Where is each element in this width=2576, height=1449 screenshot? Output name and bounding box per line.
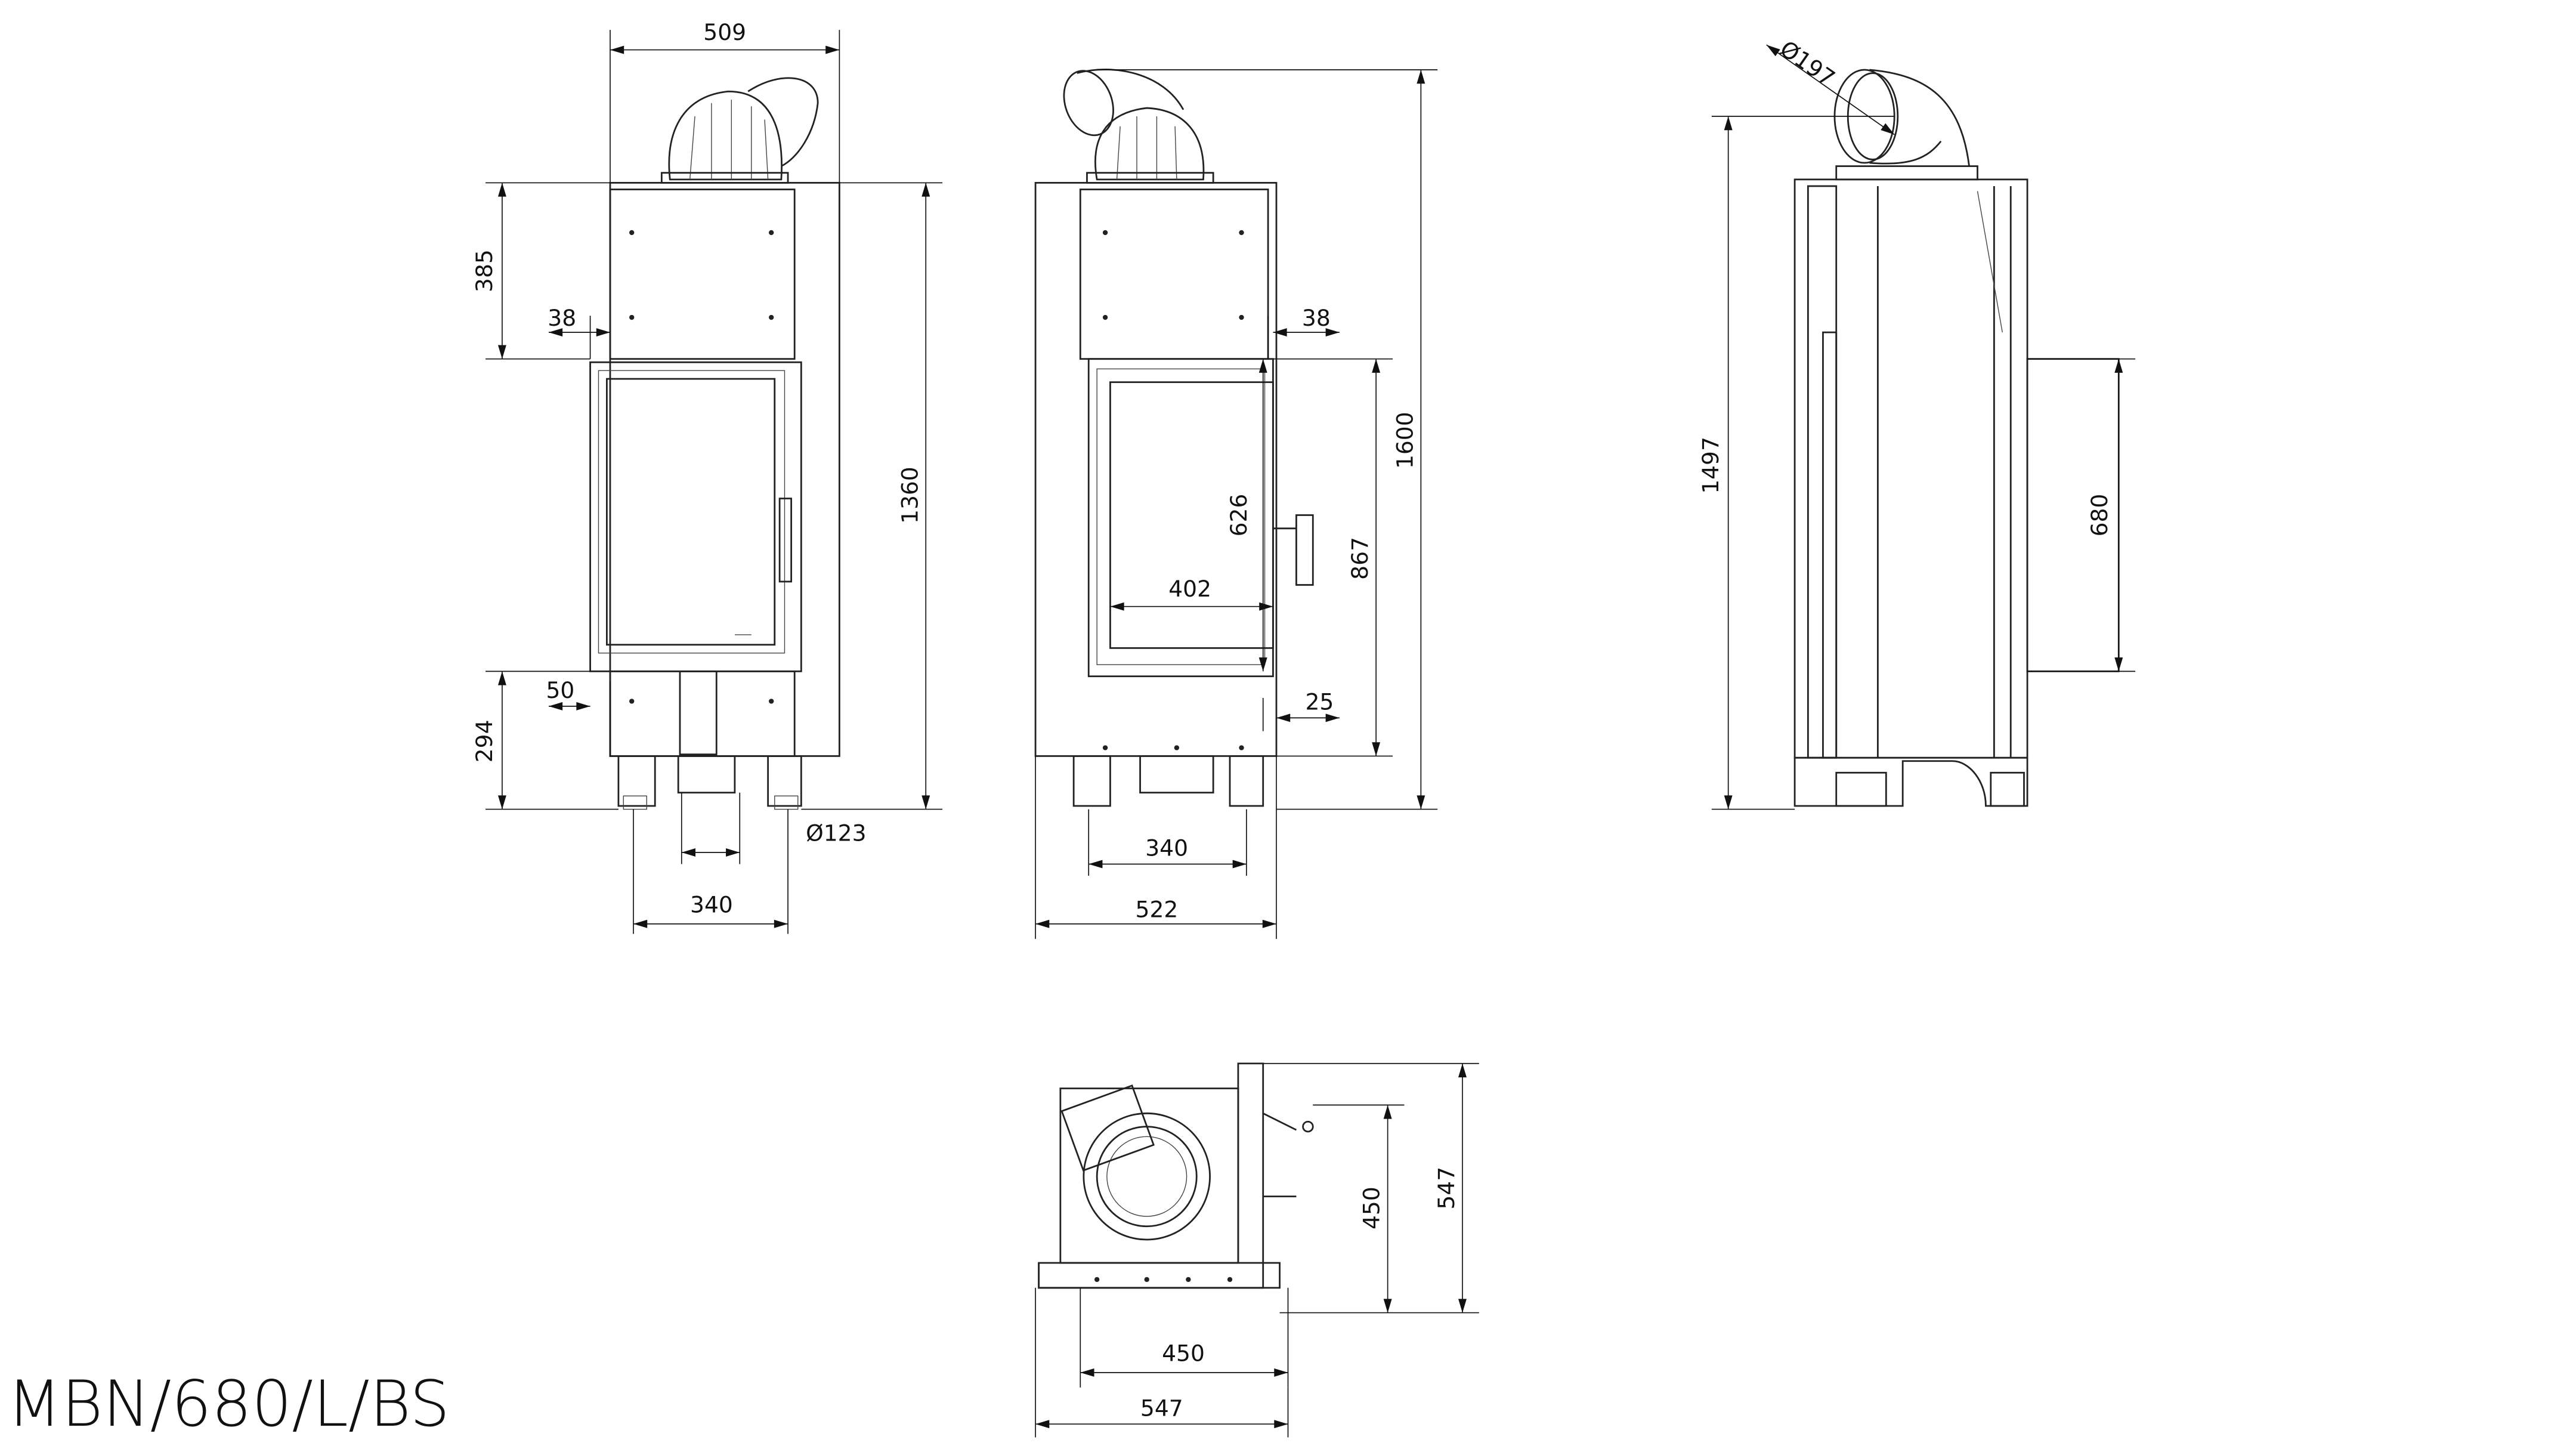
dimension-label: 340 (690, 891, 733, 917)
side-view-left (1034, 69, 1314, 807)
side-door (1087, 358, 1314, 678)
air-inlet (679, 670, 718, 756)
dimension-label: 450 (1359, 1187, 1385, 1229)
dimension-label: 385 (471, 249, 497, 292)
flue-elbow (1063, 69, 1214, 184)
dimension-label: 340 (1145, 835, 1188, 861)
side-feet (1072, 755, 1264, 807)
model-title: MBN/680/L/BS (7, 1367, 450, 1441)
side-view-right (1793, 69, 2120, 807)
front-body-outline (609, 182, 840, 757)
dimension-label: 38 (548, 305, 576, 331)
front-view (589, 77, 840, 810)
dimension-label: 626 (1226, 494, 1252, 537)
dimension-label: 50 (546, 677, 575, 703)
dimension-label: 680 (2086, 494, 2113, 537)
dimension-label: 38 (1302, 305, 1331, 331)
front-feet (617, 755, 802, 810)
dimension-label: 1360 (896, 466, 923, 524)
dimension-label: 25 (1306, 688, 1334, 715)
dimension-label: 547 (1433, 1167, 1459, 1210)
flue-outlet-dome (660, 77, 819, 184)
top-view (1038, 1062, 1314, 1289)
dimension-label: 1497 (1697, 437, 1724, 494)
dimension-label: 1600 (1391, 412, 1418, 469)
door-handle (778, 498, 793, 583)
dimension-label: 509 (703, 19, 746, 45)
dimension-label: 402 (1168, 576, 1211, 602)
front-door (589, 361, 802, 672)
dimension-label: Ø123 (806, 820, 866, 846)
dimension-label: Ø197 (1775, 35, 1839, 91)
side-door-handle (1295, 514, 1314, 586)
dimension-line (1766, 44, 1895, 135)
dimension-label: 294 (471, 719, 497, 762)
dimension-label: 547 (1140, 1395, 1183, 1421)
flue-collar (1833, 69, 1978, 181)
front-top-panel (609, 189, 796, 360)
dimension-label: 867 (1347, 537, 1373, 580)
dimension-label: 450 (1162, 1340, 1205, 1366)
dimension-label: 522 (1136, 897, 1179, 923)
